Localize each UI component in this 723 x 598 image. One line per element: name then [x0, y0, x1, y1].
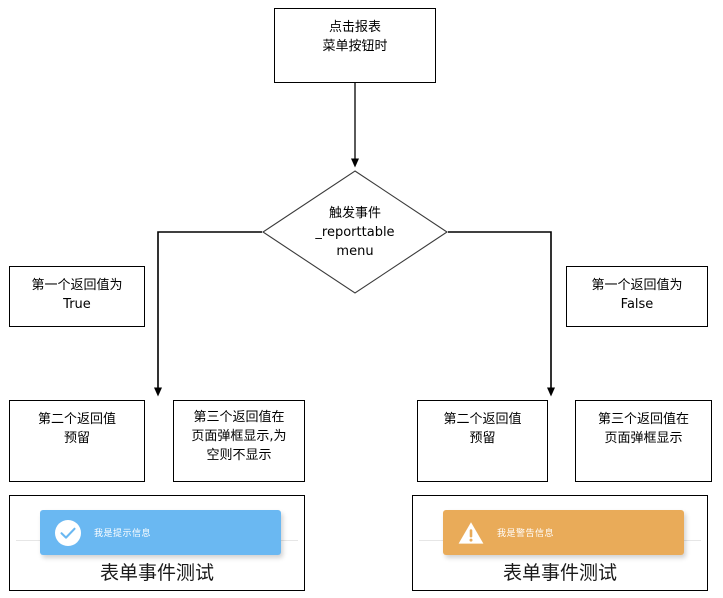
decision-diamond-shape	[262, 170, 448, 294]
outcome-node-false-second-label: 第二个返回值 预留	[443, 412, 522, 446]
screenshot-panel-warning: 我是警告信息 表单事件测试	[412, 495, 708, 591]
screenshot-panel-info: 我是提示信息 表单事件测试	[9, 495, 305, 591]
warning-alert-bar[interactable]: 我是警告信息	[443, 510, 684, 555]
condition-node-false: 第一个返回值为 False	[566, 266, 708, 327]
warning-triangle-icon	[458, 521, 484, 544]
check-circle-icon	[55, 519, 81, 546]
start-node-label: 点击报表 菜单按钮时	[322, 20, 388, 54]
outcome-node-false-second: 第二个返回值 预留	[417, 400, 548, 482]
outcome-node-true-third-label: 第三个返回值在 页面弹框显示,为 空则不显示	[191, 410, 287, 463]
decision-node: 触发事件 _reporttable menu	[262, 170, 448, 294]
start-node: 点击报表 菜单按钮时	[274, 8, 436, 83]
arrow-decision-true-branch	[154, 231, 262, 397]
condition-node-false-label: 第一个返回值为 False	[591, 278, 683, 312]
arrow-decision-false-branch	[448, 231, 555, 397]
outcome-node-true-third: 第三个返回值在 页面弹框显示,为 空则不显示	[173, 400, 305, 482]
screenshot-warning-content: 我是警告信息 表单事件测试	[413, 496, 707, 590]
info-page-title: 表单事件测试	[99, 562, 214, 584]
outcome-node-false-third-label: 第三个返回值在 页面弹框显示	[597, 412, 689, 446]
outcome-node-false-third: 第三个返回值在 页面弹框显示	[575, 400, 712, 482]
warning-alert-text: 我是警告信息	[497, 529, 555, 539]
condition-node-true: 第一个返回值为 True	[9, 266, 145, 327]
outcome-node-true-second: 第二个返回值 预留	[9, 400, 145, 482]
screenshot-info-content: 我是提示信息 表单事件测试	[10, 496, 304, 590]
info-alert-text: 我是提示信息	[94, 529, 152, 539]
info-alert-bar[interactable]: 我是提示信息	[40, 510, 281, 555]
condition-node-true-label: 第一个返回值为 True	[31, 278, 123, 312]
warning-page-title: 表单事件测试	[502, 562, 617, 584]
outcome-node-true-second-label: 第二个返回值 预留	[37, 412, 116, 446]
